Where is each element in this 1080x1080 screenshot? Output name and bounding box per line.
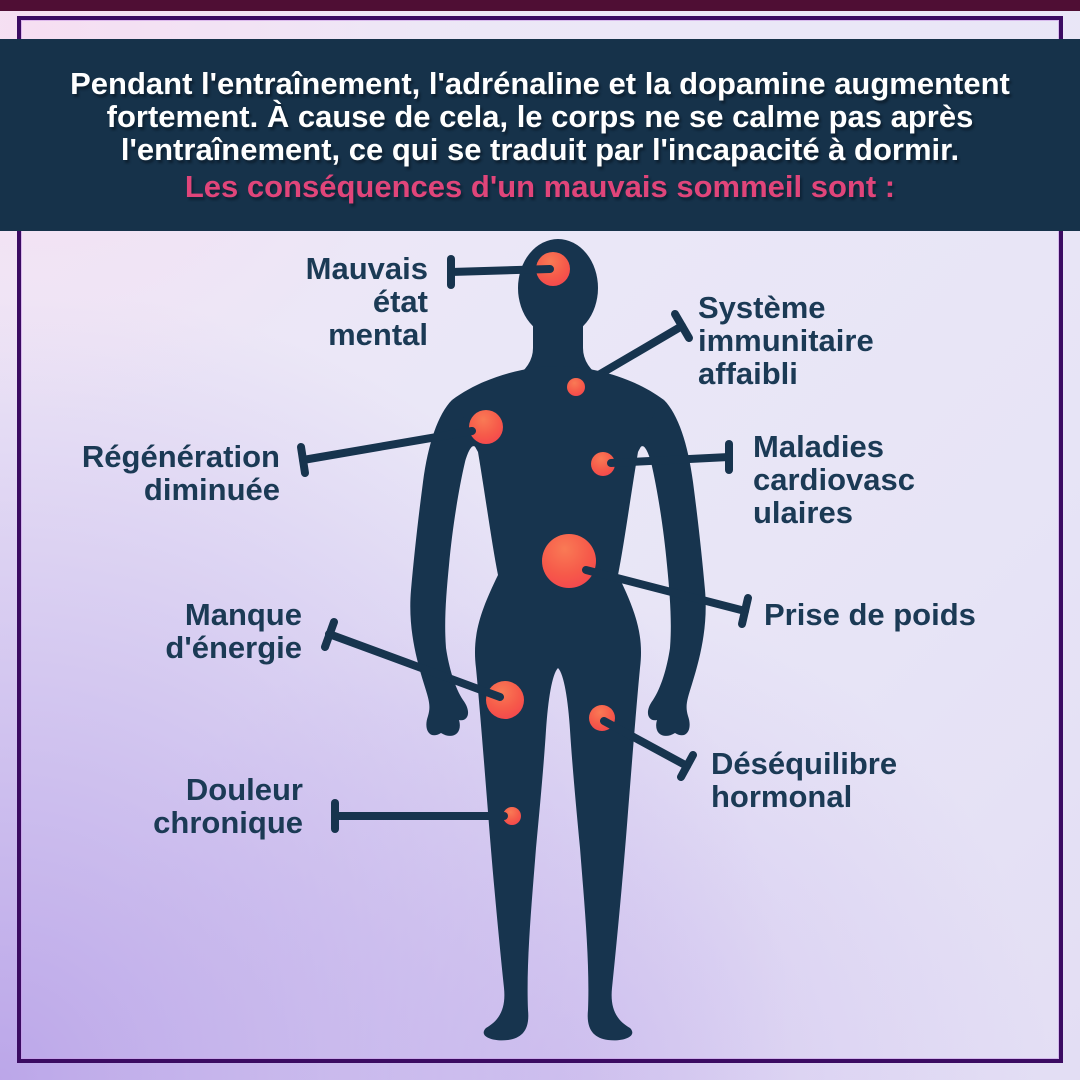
label-line: Régénération [81,439,280,474]
label-line: Prise de poids [764,597,976,632]
label-line: Manque [184,597,302,632]
pain-dot-knee [503,807,521,825]
connector-manque-d-energie [321,618,504,701]
label-mauvais-etat-mental: Mauvais état mental [306,252,428,351]
connector-prise-de-poids [582,566,752,628]
label-douleur-chronique: Douleur chronique [153,773,303,839]
pain-dot-belly [542,534,596,588]
label-line: Maladies [753,429,884,464]
connector-maladies-cardiovasculaires [607,440,733,474]
connector-tick-desequilibre-hormonal [677,751,697,781]
pain-dot-heart [591,452,615,476]
connector-douleur-chronique [331,799,508,833]
connector-tick-systeme-immunitaire [671,310,693,342]
connector-tick-manque-d-energie [321,618,338,651]
label-line: ulaires [753,495,853,530]
label-line: affaibli [698,356,798,391]
label-line: Déséquilibre [711,746,898,781]
pain-dot-shoulder [469,410,503,444]
connector-desequilibre-hormonal [600,717,697,781]
banner-intro-text: Pendant l'entraînement, l'adrénaline et … [70,65,1010,167]
connector-tick-regeneration-diminuee [297,443,309,477]
label-line: Mauvais [305,251,428,286]
top-edge-strip [0,0,1080,11]
body-right-arm [638,400,706,736]
label-line: cardiovasc [753,462,915,497]
connectors [297,255,752,833]
connector-mauvais-etat-mental [447,255,554,289]
label-desequilibre-hormonal: Déséquilibre hormonal [711,747,897,813]
label-regeneration-diminuee: Régénération diminuée [82,440,280,506]
connector-tick-prise-de-poids [738,594,752,628]
label-line: hormonal [711,779,853,814]
human-body-silhouette [410,239,706,1041]
label-line: mental [328,317,428,352]
body-left-arm [410,400,478,736]
label-line: chronique [153,805,303,840]
label-manque-d-energie: Manque d'énergie [165,598,302,664]
pain-dot-left-thigh [486,681,524,719]
label-maladies-cardiovasculaires: Maladies cardiovasc ulaires [753,430,915,529]
connector-regeneration-diminuee [297,427,476,477]
header-banner: Pendant l'entraînement, l'adrénaline et … [0,39,1080,231]
label-prise-de-poids: Prise de poids [764,598,976,631]
label-line: Douleur [185,772,303,807]
body-neck [513,293,603,379]
banner-highlight-text: Les conséquences d'un mauvais sommeil so… [184,168,896,204]
label-systeme-immunitaire-affaibli: Système immunitaire affaibli [698,291,874,390]
label-line: Système [698,290,826,325]
label-line: état [372,284,428,319]
pain-dot-upper-chest [567,378,585,396]
body-torso-legs [452,366,664,1041]
label-line: diminuée [143,472,280,507]
label-line: d'énergie [165,630,302,665]
label-line: immunitaire [698,323,874,358]
